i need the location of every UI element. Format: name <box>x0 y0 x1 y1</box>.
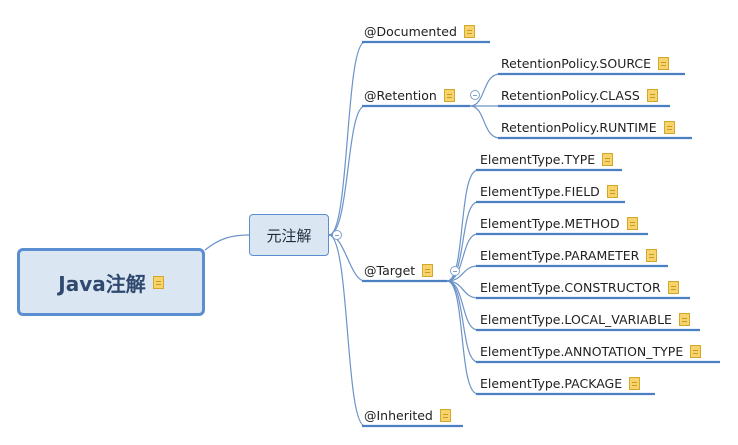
topic-element-type[interactable]: ElementType.TYPE <box>480 149 614 169</box>
topic-label: ElementType.LOCAL_VARIABLE <box>480 311 672 327</box>
root-topic-label: Java注解 <box>58 271 146 296</box>
note-icon[interactable] <box>152 275 164 289</box>
topic-element-type[interactable]: ElementType.ANNOTATION_TYPE <box>480 341 702 361</box>
note-icon[interactable] <box>678 312 690 326</box>
note-icon[interactable] <box>667 280 679 294</box>
note-icon[interactable] <box>626 216 638 230</box>
topic-label: @Inherited <box>364 407 433 423</box>
topic-element-type[interactable]: ElementType.METHOD <box>480 213 638 233</box>
note-icon[interactable] <box>663 120 675 134</box>
topic-label: ElementType.FIELD <box>480 183 600 199</box>
branch-topic[interactable]: 元注解 <box>249 214 329 256</box>
topic-label: ElementType.ANNOTATION_TYPE <box>480 343 684 359</box>
topic-label: ElementType.PACKAGE <box>480 375 623 391</box>
topic-target[interactable]: @Target <box>364 260 434 280</box>
note-icon[interactable] <box>629 376 641 390</box>
root-topic[interactable]: Java注解 <box>17 248 205 316</box>
branch-topic-label: 元注解 <box>266 226 312 245</box>
topic-element-type[interactable]: ElementType.CONSTRUCTOR <box>480 277 679 297</box>
note-icon[interactable] <box>690 344 702 358</box>
topic-retention[interactable]: @Retention <box>364 85 455 105</box>
topic-retention-policy[interactable]: RetentionPolicy.SOURCE <box>501 53 670 73</box>
topic-element-type[interactable]: ElementType.PACKAGE <box>480 373 641 393</box>
topic-label: RetentionPolicy.SOURCE <box>501 55 652 71</box>
topic-inherited[interactable]: @Inherited <box>364 405 451 425</box>
note-icon[interactable] <box>463 24 475 38</box>
note-icon[interactable] <box>646 88 658 102</box>
topic-label: ElementType.METHOD <box>480 215 620 231</box>
topic-label: @Retention <box>364 87 437 103</box>
topic-label: RetentionPolicy.RUNTIME <box>501 119 657 135</box>
topic-element-type[interactable]: ElementType.FIELD <box>480 181 618 201</box>
collapse-toggle-icon[interactable] <box>450 266 460 276</box>
topic-label: ElementType.PARAMETER <box>480 247 640 263</box>
topic-label: @Target <box>364 262 416 278</box>
topic-element-type[interactable]: ElementType.PARAMETER <box>480 245 658 265</box>
topic-label: ElementType.CONSTRUCTOR <box>480 279 661 295</box>
note-icon[interactable] <box>439 408 451 422</box>
note-icon[interactable] <box>658 56 670 70</box>
collapse-toggle-icon[interactable] <box>470 90 480 100</box>
note-icon[interactable] <box>606 184 618 198</box>
topic-documented[interactable]: @Documented <box>364 21 475 41</box>
note-icon[interactable] <box>422 263 434 277</box>
note-icon[interactable] <box>646 248 658 262</box>
topic-retention-policy[interactable]: RetentionPolicy.RUNTIME <box>501 117 675 137</box>
topic-label: ElementType.TYPE <box>480 151 596 167</box>
topic-element-type[interactable]: ElementType.LOCAL_VARIABLE <box>480 309 690 329</box>
topic-label: @Documented <box>364 23 457 39</box>
note-icon[interactable] <box>602 152 614 166</box>
topic-label: RetentionPolicy.CLASS <box>501 87 640 103</box>
topic-retention-policy[interactable]: RetentionPolicy.CLASS <box>501 85 658 105</box>
collapse-toggle-icon[interactable] <box>332 230 342 240</box>
note-icon[interactable] <box>443 88 455 102</box>
